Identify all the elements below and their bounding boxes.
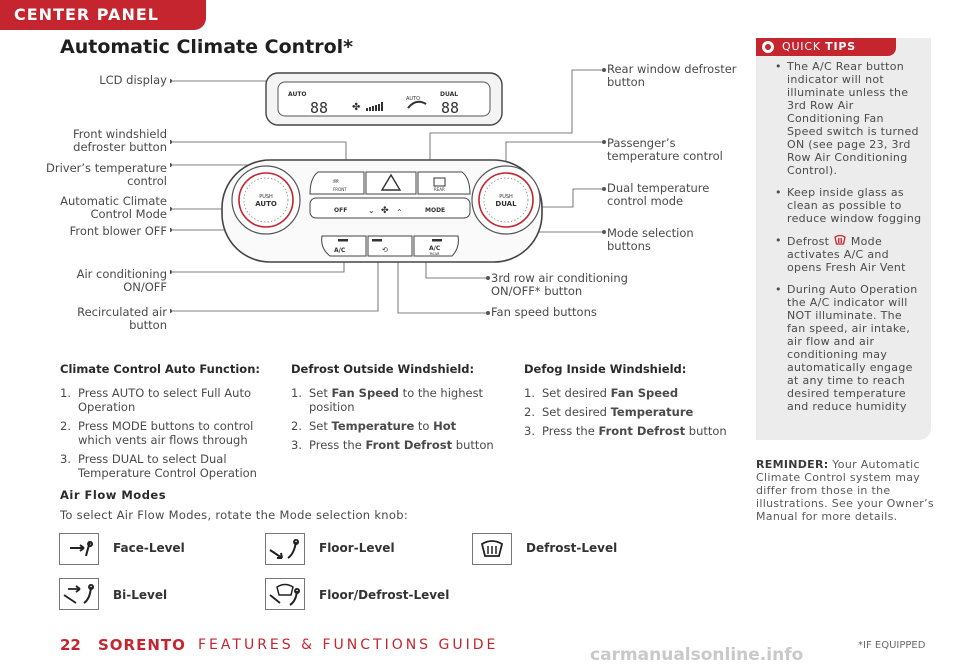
face-level-label: Face-Level: [113, 541, 185, 555]
callout-mode-buttons: Mode selection buttons: [607, 226, 694, 253]
driver-auto-label: AUTO: [255, 200, 277, 208]
air-flow-description: To select Air Flow Modes, rotate the Mod…: [60, 508, 408, 522]
climate-panel-illustration: AUTO DUAL 88 88 ✤ AUTO PUSH AUTO PUSH DU…: [170, 67, 606, 315]
defog-heading: Defog Inside Windshield:: [524, 362, 687, 376]
fan-up-icon: ⌃: [396, 208, 403, 217]
callout-lcd-display: LCD display: [99, 73, 167, 87]
lcd-fan-bars-icon: [366, 102, 383, 111]
if-equipped-note: *IF EQUIPPED: [858, 640, 926, 651]
passenger-dual-label: DUAL: [495, 200, 517, 208]
defrost-section: Defrost Outside Windshield: 1.Set Fan Sp…: [291, 362, 496, 457]
auto-step-1: 1.Press AUTO to select Full Auto Operati…: [60, 386, 251, 414]
defrost-inline-icon: [834, 234, 846, 245]
floor-level-label: Floor-Level: [319, 541, 395, 555]
quick-tips-panel: [756, 38, 931, 440]
page-title: Automatic Climate Control*: [60, 36, 354, 58]
callout-recirculated-air: Recirculated air button: [77, 305, 167, 332]
rear-ac-label: A/C: [429, 245, 441, 252]
mode-label: MODE: [425, 207, 445, 214]
tip-3: •Defrost Mode activates A/C and opens Fr…: [775, 234, 906, 274]
bi-level-label: Bi-Level: [113, 588, 168, 602]
bi-level-icon: [59, 578, 99, 610]
defog-step-2: 2.Set desired Temperature: [524, 405, 694, 419]
callout-passenger-temp: Passenger’s temperature control: [607, 136, 723, 163]
front-defrost-button: [309, 171, 365, 195]
rear-defrost-icon: [433, 177, 446, 187]
lcd-left-digits: 88: [310, 99, 328, 117]
defog-step-3: 3.Press the Front Defrost button: [524, 424, 727, 438]
lcd-right-digits: 88: [441, 99, 459, 117]
defrost-step-2: 2.Set Temperature to Hot: [291, 419, 457, 433]
hazard-button: [365, 171, 417, 195]
defog-section: Defog Inside Windshield: 1.Set desired F…: [524, 362, 734, 443]
footer-model: SORENTO: [98, 636, 186, 654]
lcd-auto-small: AUTO: [406, 96, 420, 102]
fan-icon: ✤: [381, 206, 389, 216]
quick-tips-content: •The A/C Rear button indicator will not …: [775, 60, 923, 422]
section-tab: CENTER PANEL: [0, 0, 206, 30]
footer-guide-title: FEATURES & FUNCTIONS GUIDE: [198, 637, 499, 653]
callout-fan-speed: Fan speed buttons: [491, 305, 597, 319]
callout-auto-mode: Automatic Climate Control Mode: [60, 194, 167, 221]
face-level-icon: [59, 533, 99, 565]
lcd-dual-text: DUAL: [440, 91, 458, 98]
quick-tips-header: QUICK TIPS: [756, 38, 896, 56]
rear-defrost-button: [417, 171, 471, 195]
defrost-heading: Defrost Outside Windshield:: [291, 362, 475, 376]
defrost-level-label: Defrost-Level: [526, 541, 618, 555]
tip-2: •Keep inside glass as clean as possible …: [775, 186, 922, 225]
lcd-display: AUTO DUAL 88 88 ✤ AUTO: [265, 72, 503, 126]
auto-function-section: Climate Control Auto Function: 1.Press A…: [60, 362, 265, 485]
page-number: 22: [60, 636, 81, 654]
ac-label: A/C: [334, 247, 346, 254]
passenger-push-label: PUSH: [499, 194, 513, 200]
rear-ac-button: [413, 235, 459, 257]
callout-air-conditioning: Air conditioning ON/OFF: [76, 267, 167, 294]
ac-button: [321, 235, 367, 257]
floor-defrost-level-icon: [265, 578, 305, 610]
callout-third-row-ac: 3rd row air conditioning ON/OFF* button: [491, 271, 628, 298]
floor-defrost-level-label: Floor/Defrost-Level: [319, 588, 450, 602]
auto-function-heading: Climate Control Auto Function:: [60, 362, 260, 376]
tip-1: •The A/C Rear button indicator will not …: [775, 60, 919, 177]
callout-front-defroster: Front windshield defroster button: [73, 127, 167, 154]
callout-rear-defroster: Rear window defroster button: [607, 62, 737, 89]
auto-step-2: 2.Press MODE buttons to control which ve…: [60, 419, 254, 447]
hazard-icon: [380, 173, 402, 191]
reminder-note: REMINDER: Your Automatic Climate Control…: [756, 458, 934, 523]
defrost-level-icon: [472, 533, 512, 565]
control-panel: PUSH AUTO PUSH DUAL ♒ FRONT REAR OFF ⌄ ✤…: [221, 159, 543, 263]
defrost-step-1: 1.Set Fan Speed to the highest position: [291, 386, 484, 414]
watermark: carmanualsonline.info: [590, 645, 804, 665]
callout-driver-temp: Driver’s temperature control: [46, 161, 167, 188]
lcd-airflow-icon: [407, 100, 427, 109]
driver-push-label: PUSH: [259, 194, 273, 200]
defog-step-1: 1.Set desired Fan Speed: [524, 386, 679, 400]
quick-tips-badge-icon: [762, 41, 774, 53]
rear-label: REAR: [434, 187, 445, 192]
off-label: OFF: [334, 207, 347, 214]
fan-down-icon: ⌄: [368, 206, 375, 215]
air-flow-title: Air Flow Modes: [60, 488, 167, 502]
front-defrost-icon: ♒: [332, 177, 339, 186]
tip-4: •During Auto Operation the A/C indicator…: [775, 283, 918, 413]
lcd-fan-icon: ✤: [352, 102, 360, 113]
floor-level-icon: [265, 533, 305, 565]
callout-dual-mode: Dual temperature control mode: [607, 181, 710, 208]
recirc-icon: ⟲: [382, 246, 388, 254]
rear-ac-small-label: REAR: [430, 252, 440, 256]
lcd-auto-text: AUTO: [288, 91, 307, 98]
defrost-step-3: 3.Press the Front Defrost button: [291, 438, 494, 452]
front-label: FRONT: [333, 187, 347, 192]
auto-step-3: 3.Press DUAL to select Dual Temperature …: [60, 452, 257, 480]
callout-front-blower-off: Front blower OFF: [69, 224, 167, 238]
